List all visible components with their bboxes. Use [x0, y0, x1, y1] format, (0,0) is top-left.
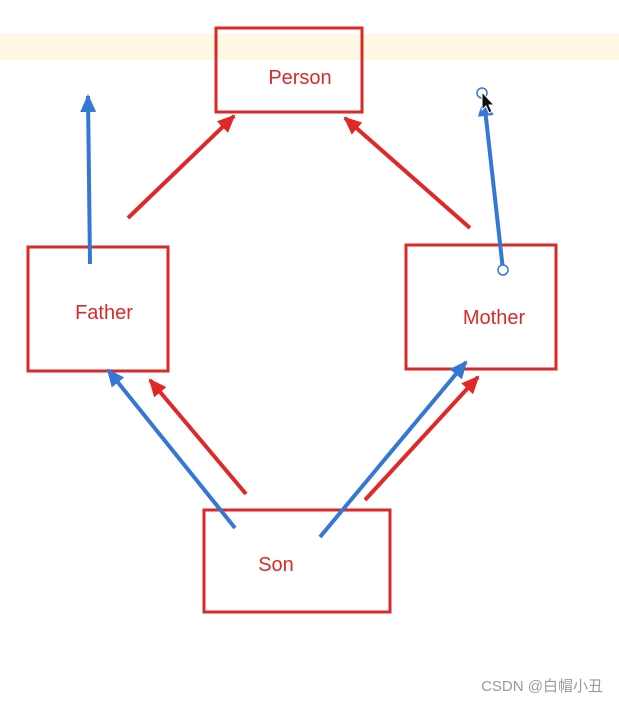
node-father-label: Father	[75, 302, 133, 324]
node-mother: Mother	[404, 243, 558, 371]
node-son-label: Son	[258, 554, 294, 576]
red-arrow-father-to-person	[126, 114, 236, 220]
mouse-cursor-icon	[481, 90, 496, 114]
blue-arrow-son-to-mother	[318, 360, 468, 539]
highlight-band	[0, 34, 619, 60]
node-son: Son	[202, 508, 392, 614]
arrow-handle-start[interactable]	[497, 264, 509, 276]
blue-arrow-son-to-father	[106, 368, 237, 530]
node-person: Person	[214, 26, 364, 114]
blue-arrow-father-up	[80, 94, 97, 265]
red-arrow-son-to-father	[148, 378, 248, 496]
watermark: CSDN @白帽小丑	[481, 678, 603, 695]
node-person-label: Person	[268, 67, 331, 89]
blue-arrow-mother-up	[477, 98, 505, 271]
red-arrow-son-to-mother	[363, 375, 480, 502]
node-mother-label: Mother	[463, 307, 526, 329]
red-arrow-mother-to-person	[343, 116, 472, 230]
node-father: Father	[26, 245, 170, 373]
